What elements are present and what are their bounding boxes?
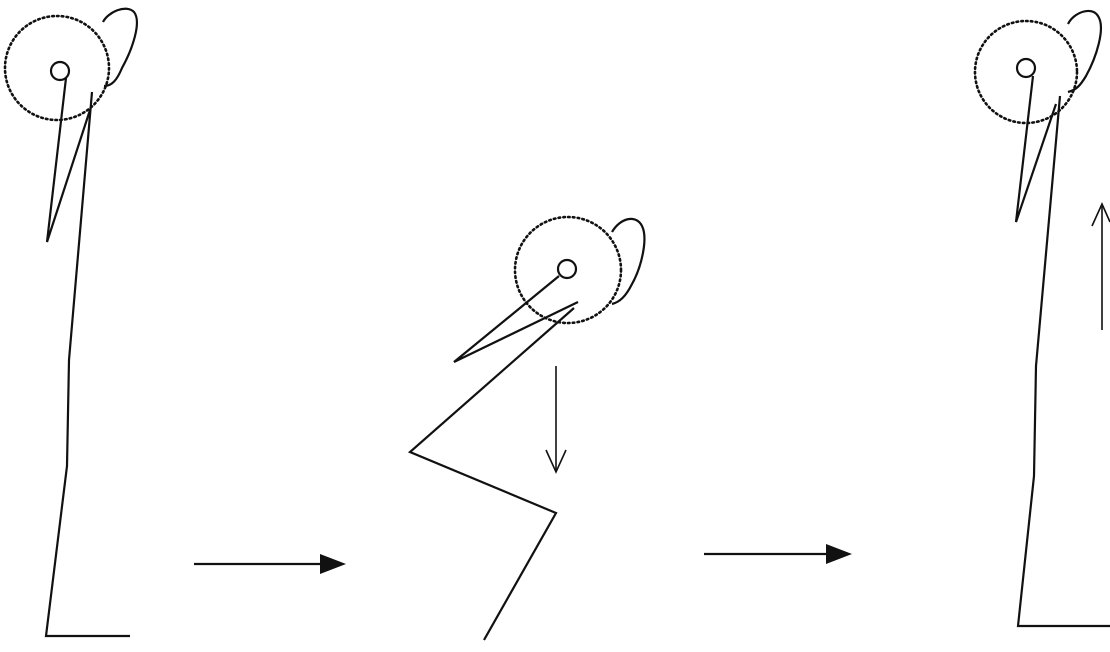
arm-line (47, 78, 90, 242)
right-arrow-icon (704, 544, 852, 564)
arm-line (454, 276, 578, 362)
phase-start-figure (5, 9, 137, 636)
phase-finish-figure (975, 11, 1110, 626)
barbell-end (1017, 59, 1035, 77)
down-arrow-icon (546, 366, 566, 472)
barbell-end (558, 260, 576, 278)
body-line (46, 92, 130, 636)
right-arrow-icon (194, 554, 346, 574)
body-line (410, 308, 574, 640)
barbell-end (51, 62, 69, 80)
phase-bottom-figure (410, 217, 644, 640)
up-arrow-icon (1092, 204, 1110, 330)
